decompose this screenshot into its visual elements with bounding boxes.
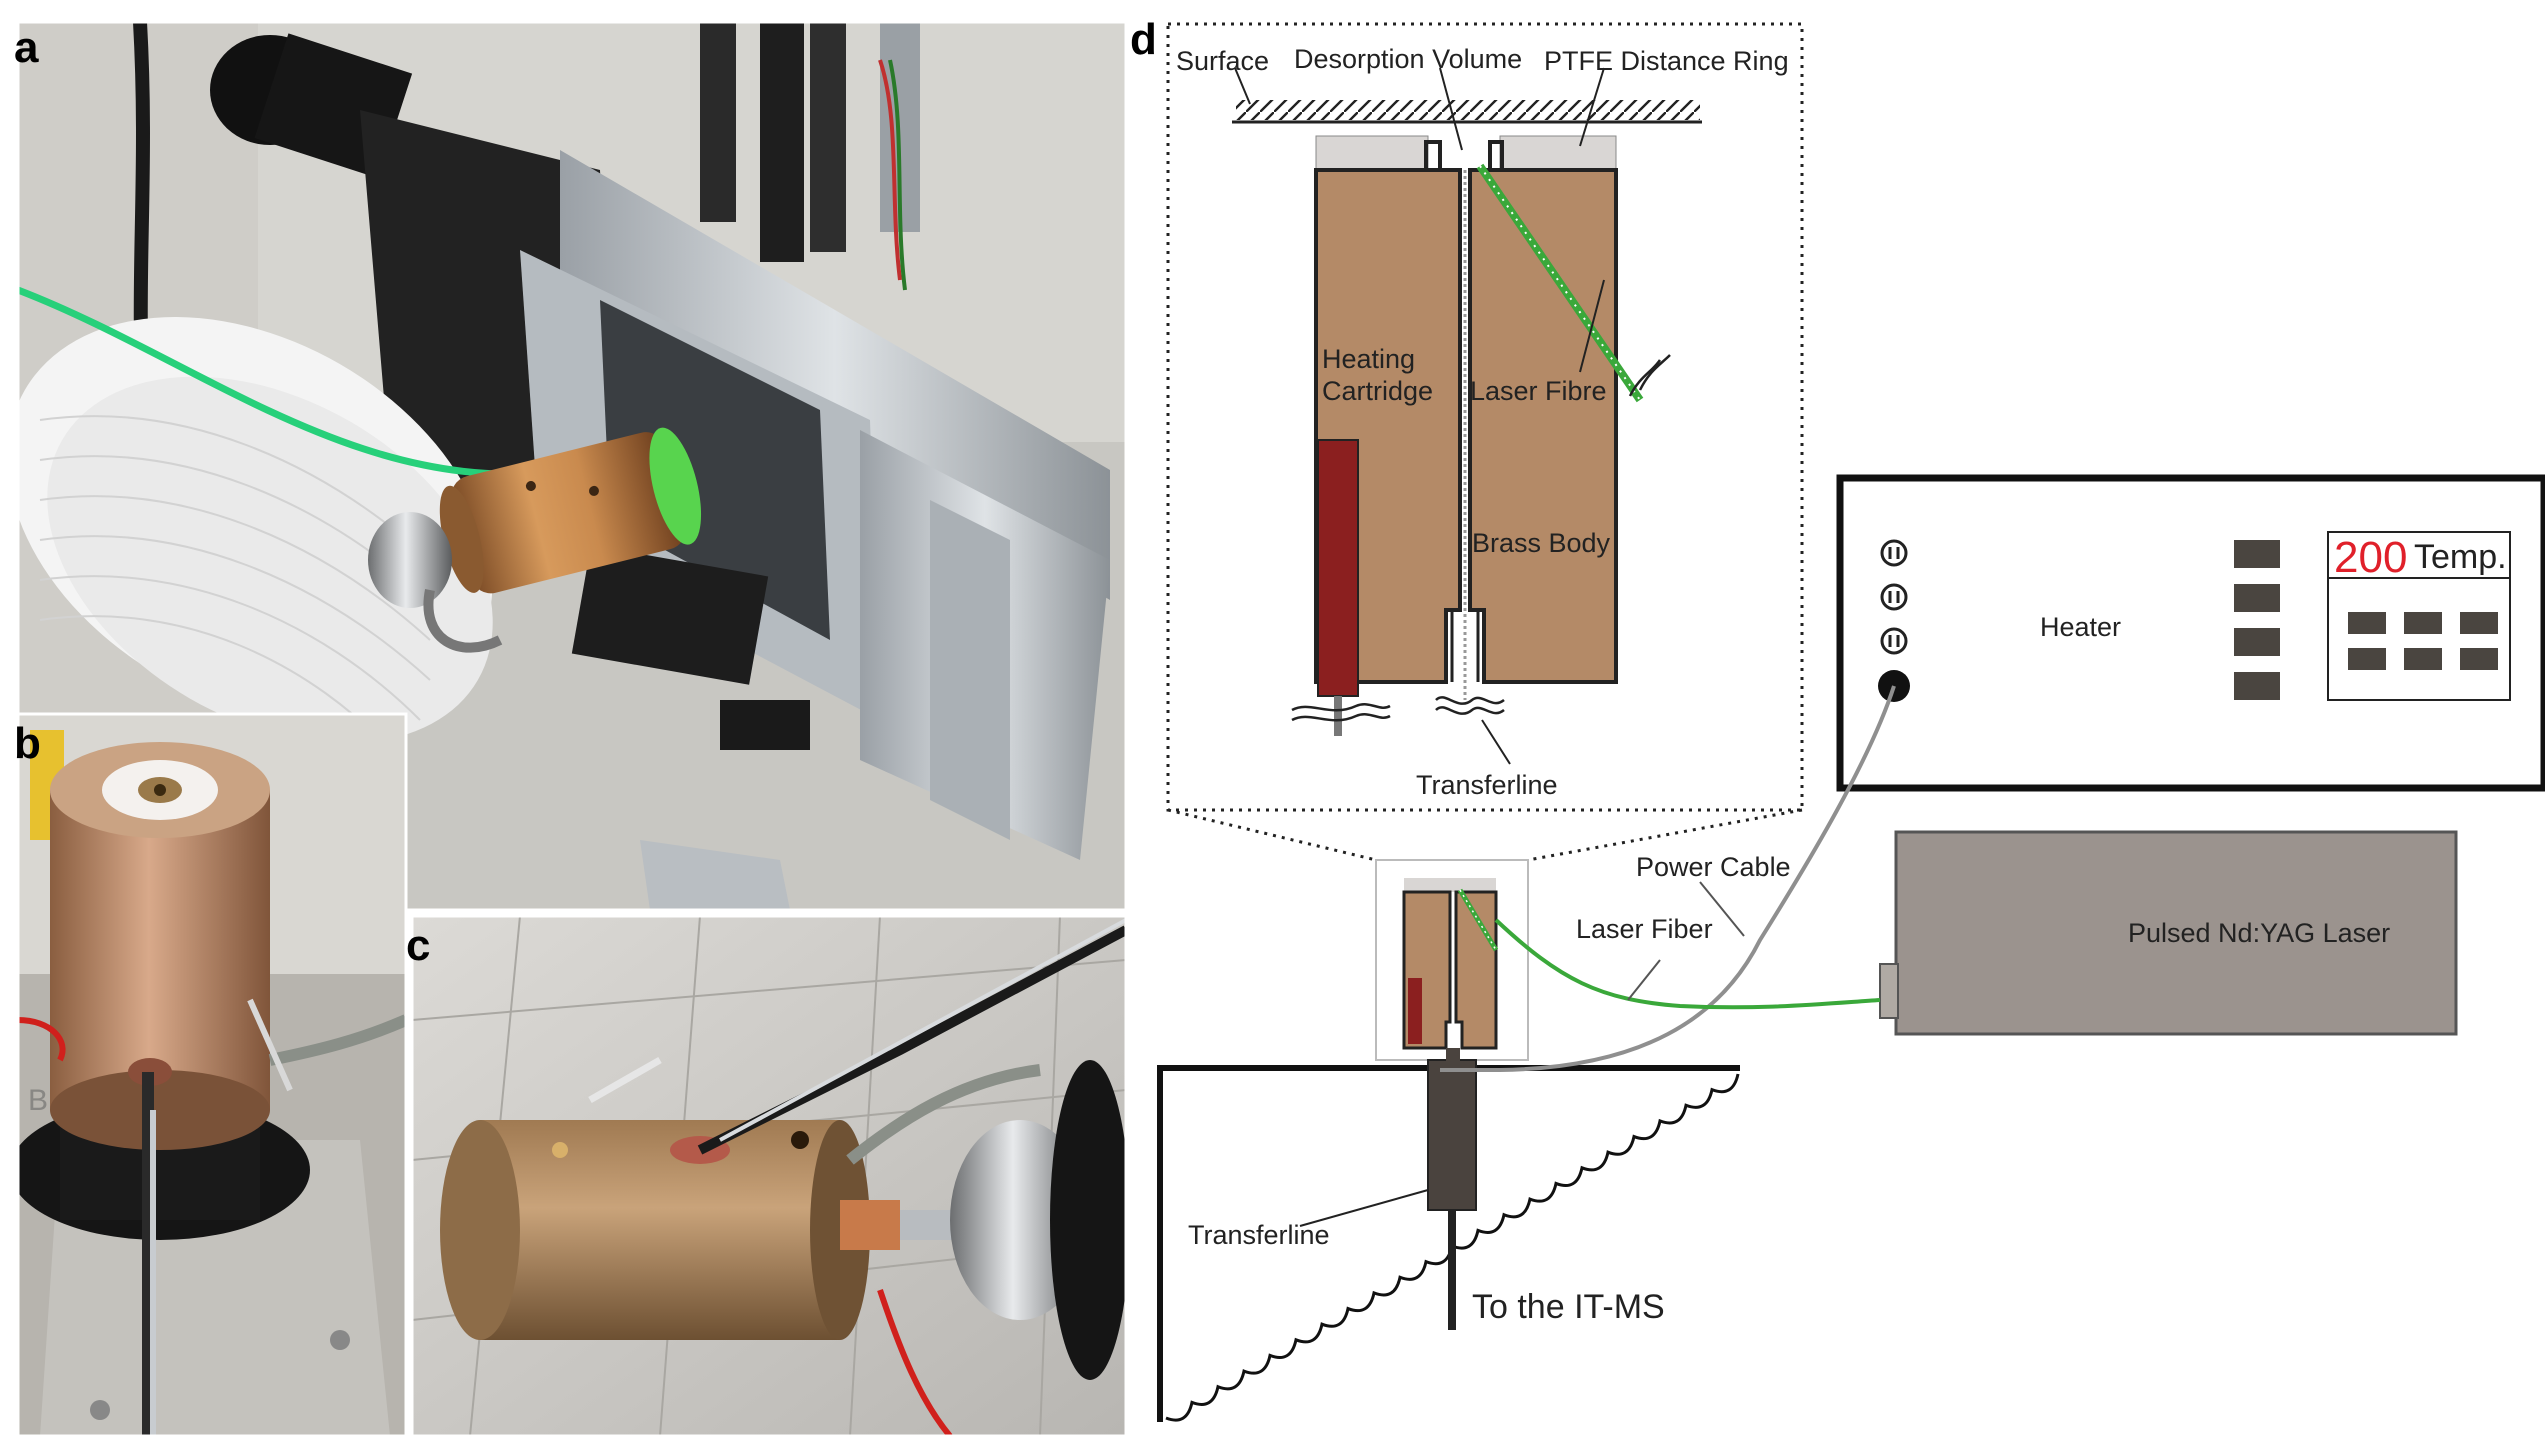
heater-knob-icon bbox=[1880, 539, 1908, 567]
panel-letter-b: b bbox=[14, 719, 41, 768]
label-heating-line1: Heating bbox=[1322, 344, 1415, 374]
heating-cartridge bbox=[1317, 439, 1359, 697]
laser-label: Pulsed Nd:YAG Laser bbox=[2128, 918, 2390, 948]
heater-label: Heater bbox=[2040, 612, 2121, 642]
heater-button bbox=[2404, 648, 2442, 670]
heater-button bbox=[2460, 648, 2498, 670]
photo-b-stamp: B bbox=[28, 1084, 48, 1117]
heater-button bbox=[2234, 628, 2280, 656]
laser-fiber bbox=[1494, 918, 1881, 1010]
heater-button bbox=[2234, 540, 2280, 568]
label-heating-line2: Cartridge bbox=[1322, 376, 1433, 406]
panel-letter-d: d bbox=[1130, 15, 1157, 64]
photo-panel-b: B bbox=[18, 714, 406, 1436]
surface-hatch bbox=[1236, 100, 1700, 120]
transferline-main bbox=[1427, 1059, 1477, 1211]
heater-display-unit: Temp. bbox=[2414, 538, 2507, 576]
ptfe-ring-left bbox=[1315, 135, 1429, 171]
panel-letter-c: c bbox=[406, 921, 430, 970]
label-laser-fibre: Laser Fibre bbox=[1470, 376, 1607, 406]
laser-fibre-inset bbox=[1476, 163, 1644, 403]
label-laser-fiber: Laser Fiber bbox=[1576, 914, 1713, 944]
label-transferline-main: Transferline bbox=[1188, 1220, 1330, 1250]
label-desorption-volume: Desorption Volume bbox=[1294, 44, 1522, 74]
ptfe-ring-right bbox=[1499, 135, 1617, 171]
label-transferline-inset: Transferline bbox=[1416, 770, 1558, 800]
heater-button bbox=[2234, 584, 2280, 612]
heater-button bbox=[2234, 672, 2280, 700]
label-power-cable: Power Cable bbox=[1636, 852, 1791, 882]
laser-port bbox=[1879, 963, 1899, 1019]
heater-button bbox=[2404, 612, 2442, 634]
heater-knob-icon bbox=[1880, 583, 1908, 611]
heater-buttons-right bbox=[2348, 612, 2498, 670]
heater-button bbox=[2348, 612, 2386, 634]
panel-letter-a: a bbox=[14, 23, 39, 72]
label-ptfe-ring: PTFE Distance Ring bbox=[1544, 46, 1789, 76]
heater-knob-icon bbox=[1880, 627, 1908, 655]
photo-panel-c bbox=[412, 916, 1126, 1436]
photo-panel-a bbox=[18, 22, 1126, 910]
inset-border bbox=[1166, 22, 1804, 812]
label-to-it-ms: To the IT-MS bbox=[1472, 1288, 1665, 1326]
laser-box bbox=[1894, 830, 2458, 1036]
label-surface: Surface bbox=[1176, 46, 1269, 76]
heater-button bbox=[2460, 612, 2498, 634]
heater-buttons-left bbox=[2234, 540, 2280, 700]
power-cable bbox=[1440, 685, 1896, 1072]
label-brass-body: Brass Body bbox=[1472, 528, 1611, 558]
heater-display-value: 200 bbox=[2334, 533, 2407, 582]
brass-body-right bbox=[1468, 168, 1618, 684]
heater-button bbox=[2348, 648, 2386, 670]
